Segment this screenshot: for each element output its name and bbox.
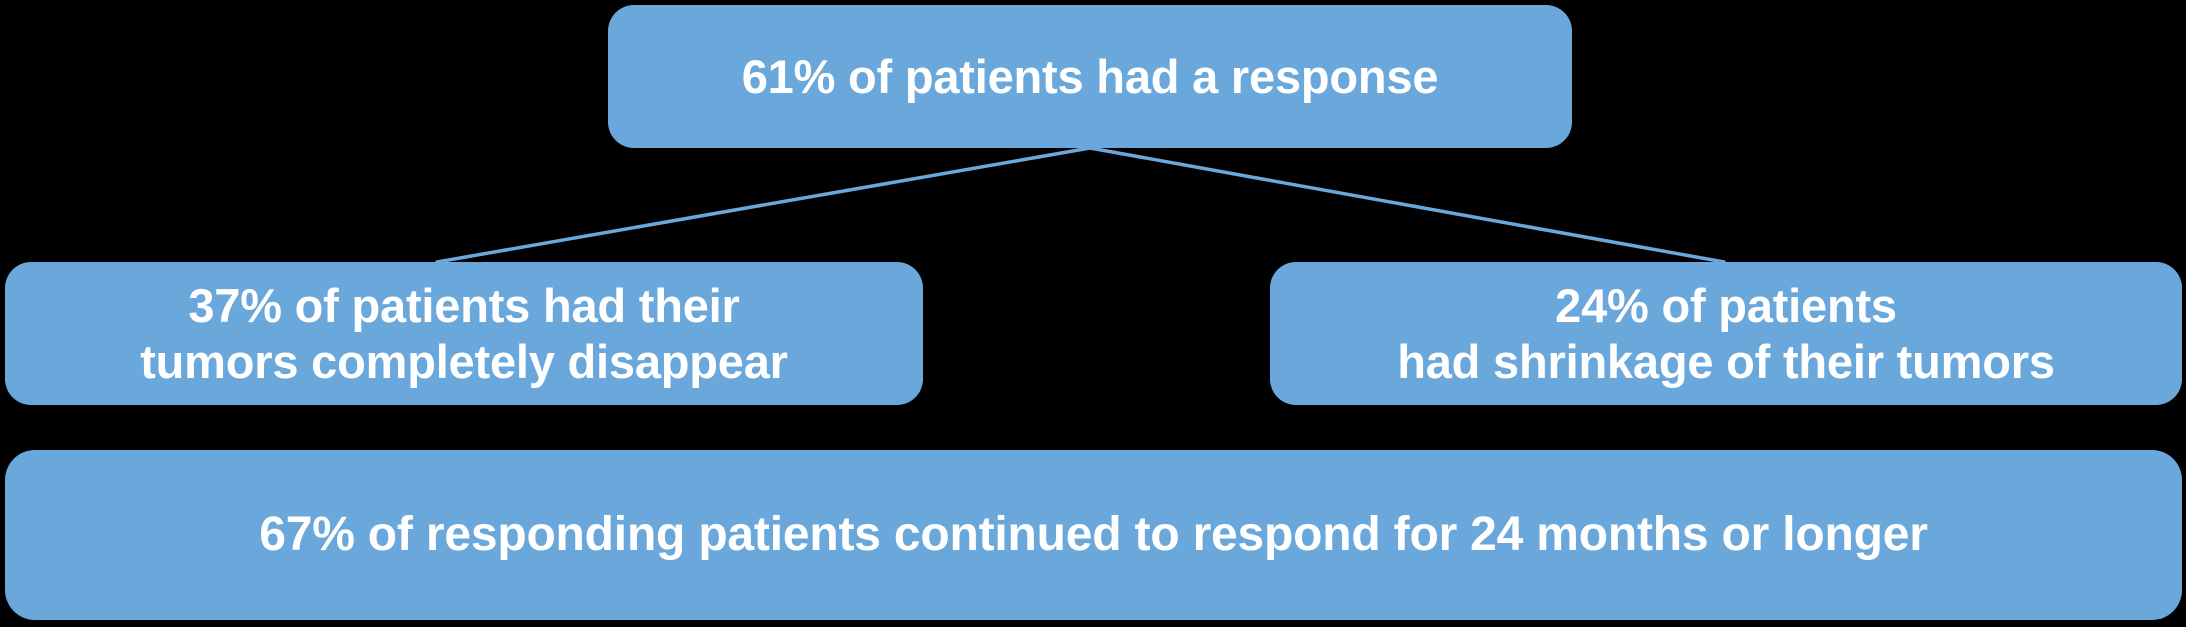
duration-of-response-node: 67% of responding patients continued to … [5,450,2182,620]
complete-response-node-label: 37% of patients had their tumors complet… [140,279,788,388]
partial-response-node: 24% of patients had shrinkage of their t… [1270,262,2182,405]
response-rate-node: 61% of patients had a response [608,5,1572,148]
duration-of-response-node-label: 67% of responding patients continued to … [259,507,1928,561]
connector-root-to-right [1088,146,1726,264]
connector-root-to-left [435,146,1092,264]
response-rate-node-label: 61% of patients had a response [741,49,1439,103]
complete-response-node: 37% of patients had their tumors complet… [5,262,923,405]
partial-response-node-label: 24% of patients had shrinkage of their t… [1397,279,2055,388]
